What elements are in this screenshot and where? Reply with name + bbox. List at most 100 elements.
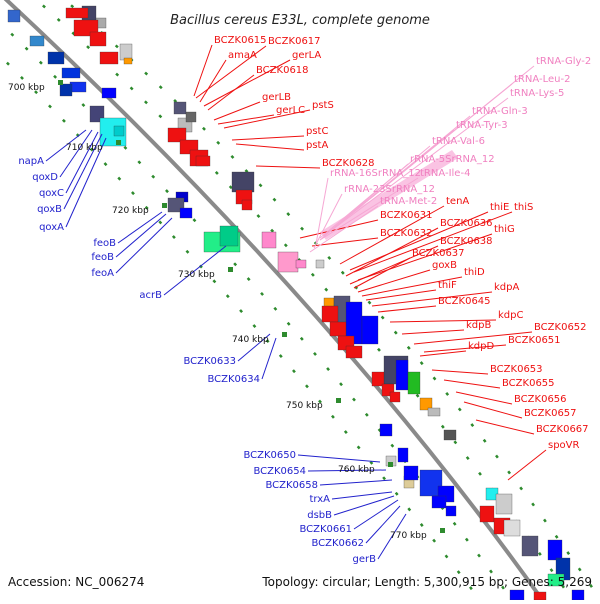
feature-block: [379, 423, 393, 437]
feature-block: [65, 7, 89, 19]
feature-block: [119, 43, 133, 61]
feature-block: [495, 493, 513, 515]
feature-block: [185, 111, 197, 123]
gene-label-red: gerLC: [276, 105, 305, 116]
connector-line: [65, 137, 107, 228]
connector-line: [455, 391, 513, 405]
gene-label-blue: feoB: [93, 238, 116, 249]
feature-block: [509, 589, 525, 601]
feature-block: [61, 67, 81, 79]
connector-line: [349, 211, 489, 271]
accession-text: Accession: NC_006274: [8, 575, 144, 589]
feature-block: [179, 207, 193, 219]
gene-label-red: BCZK0628: [322, 158, 375, 169]
gene-label-rna: rRNA-16SrRNA_12: [330, 168, 421, 179]
connector-line: [365, 505, 401, 544]
gene-label-red: BCZK0617: [268, 36, 321, 47]
gene-label-blue: BCZK0634: [207, 374, 260, 385]
gene-label-rna: tRNA-Gln-3: [472, 106, 528, 117]
tick-label: 700 kbp: [8, 83, 45, 93]
gene-label-red: kdpB: [466, 320, 491, 331]
connector-line: [389, 319, 497, 323]
feature-block: [571, 589, 585, 601]
gene-label-blue: gerB: [353, 554, 377, 565]
connector-line: [463, 401, 523, 419]
feature-block: [547, 573, 565, 587]
tick-label: 740 kbp: [232, 335, 269, 345]
tick-mark: [388, 462, 393, 467]
feature-block: [99, 51, 119, 65]
gene-label-blue: feoB: [91, 252, 114, 263]
connector-line: [193, 44, 213, 97]
connector-line: [115, 217, 173, 274]
connector-line: [361, 276, 463, 297]
feature-block: [533, 591, 547, 601]
gene-label-red: BCZK0615: [214, 35, 267, 46]
connector-line: [163, 245, 227, 296]
tick-mark: [228, 267, 233, 272]
feature-block: [445, 505, 457, 517]
gene-label-rna: rRNA-23SrRNA_12: [344, 184, 435, 195]
gene-label-red: pstS: [312, 100, 334, 111]
feature-block: [277, 251, 299, 273]
feature-block: [395, 359, 409, 391]
connector-line: [319, 163, 409, 241]
feature-block: [261, 231, 277, 249]
gene-label-red: thiG: [494, 224, 515, 235]
gene-label-red: thiF: [438, 280, 457, 291]
tick-label: 750 kbp: [286, 401, 323, 411]
rrna-band: [320, 150, 458, 240]
connector-line: [353, 257, 411, 289]
gene-label-blue: BCZK0633: [183, 356, 236, 367]
connector-line: [65, 131, 99, 194]
tick-mark: [336, 398, 341, 403]
gene-label-red: thiE: [490, 202, 509, 213]
feature-block: [231, 171, 255, 193]
connector-line: [357, 269, 431, 293]
gene-label-blue: BCZK0650: [243, 450, 296, 461]
connector-line: [261, 337, 277, 380]
connector-line: [419, 350, 467, 357]
connector-line: [475, 419, 535, 435]
feature-block: [345, 345, 363, 359]
feature-block: [389, 391, 401, 403]
gene-label-red: BCZK0657: [524, 408, 577, 419]
gene-label-red: BCZK0651: [508, 335, 561, 346]
tick-mark: [440, 528, 445, 533]
gene-label-red: gerLA: [292, 50, 321, 61]
feature-track: [7, 5, 585, 601]
gene-label-rna: tRNA-Val-6: [432, 136, 485, 147]
feature-block: [419, 469, 443, 497]
connector-line: [319, 479, 393, 486]
connector-line: [371, 291, 493, 307]
tick-mark: [162, 203, 167, 208]
connector-line: [203, 59, 291, 107]
feature-block: [547, 539, 563, 561]
gene-label-red: BCZK0618: [256, 65, 309, 76]
connector-line: [339, 205, 445, 265]
gene-label-blue: trxA: [309, 494, 330, 505]
gene-label-red: kdpA: [494, 282, 519, 293]
gene-label-blue: qoxD: [32, 172, 58, 183]
gene-label-blue: feoA: [91, 268, 114, 279]
connector-line: [307, 469, 387, 472]
feature-block: [195, 155, 211, 167]
tick-mark: [282, 332, 287, 337]
gene-label-red: BCZK0631: [380, 210, 433, 221]
connector-line: [319, 177, 419, 241]
gene-label-rna: tRNA-Lys-5: [510, 88, 564, 99]
connector-line: [213, 101, 261, 121]
connector-line: [331, 491, 393, 500]
feature-block: [397, 447, 409, 463]
gene-label-red: amaA: [228, 50, 257, 61]
connector-line: [217, 114, 275, 125]
gene-label-red: BCZK0645: [438, 296, 491, 307]
connector-line: [199, 59, 227, 103]
feature-block: [407, 371, 421, 395]
feature-block: [427, 407, 441, 417]
tick-mark: [58, 80, 63, 85]
connector-line: [223, 109, 311, 129]
connector-line: [45, 129, 87, 162]
